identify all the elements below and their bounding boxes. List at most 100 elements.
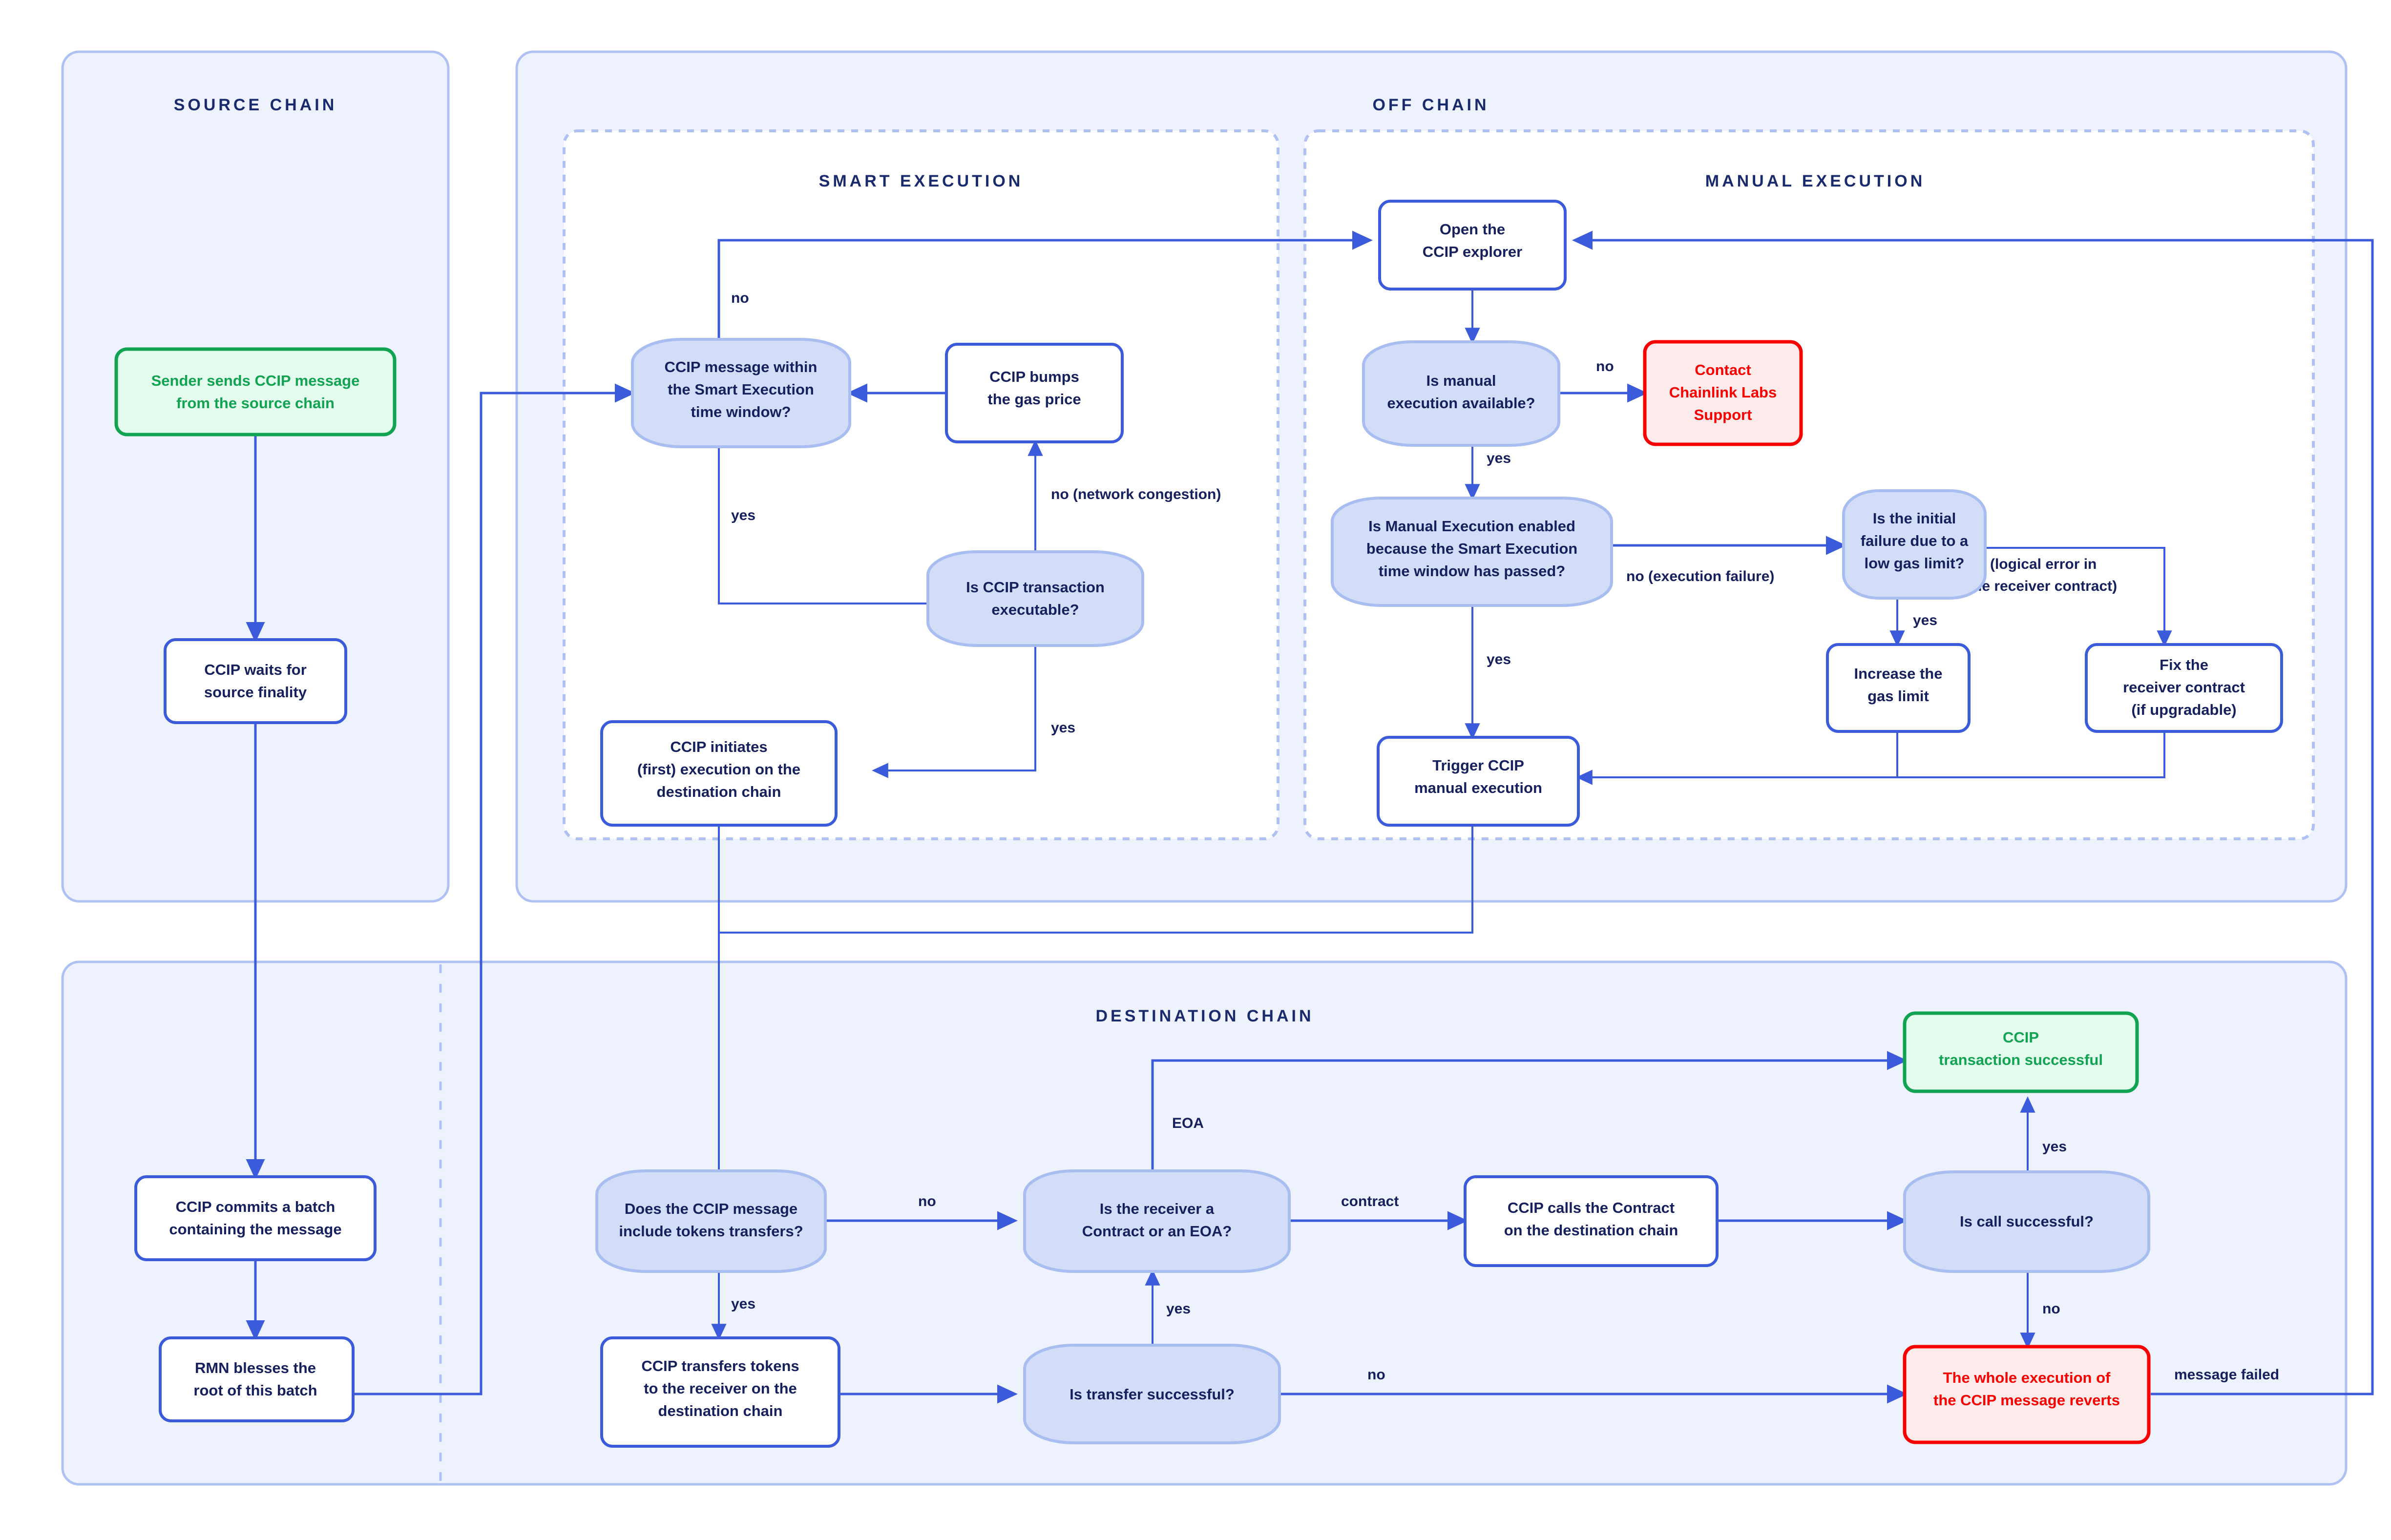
node-line: CCIP explorer (1423, 243, 1522, 260)
group-title-source-chain: SOURCE CHAIN (174, 96, 337, 114)
node-increase-gas-limit[interactable]: Increase the gas limit (1826, 643, 1971, 733)
node-does-message-include-tokens[interactable]: Does the CCIP message include tokens tra… (595, 1169, 827, 1273)
node-ccip-transaction-successful[interactable]: CCIP transaction successful (1903, 1011, 2139, 1093)
node-line: manual execution (1414, 779, 1542, 796)
node-line: CCIP initiates (670, 738, 767, 755)
node-rmn-blesses-root[interactable]: RMN blesses the root of this batch (159, 1336, 355, 1422)
edge-label-no-congestion: no (network congestion) (1051, 486, 1221, 502)
node-line: on the destination chain (1504, 1222, 1678, 1239)
edge-receiver-eoa-to-success (1151, 1051, 1908, 1171)
node-line: Is the initial (1873, 510, 1956, 527)
node-line: Contract or an EOA? (1082, 1223, 1232, 1240)
node-line: CCIP bumps (989, 368, 1079, 385)
node-line: CCIP commits a batch (176, 1198, 336, 1215)
edge-labels: no yes no (network congestion) yes no ye… (731, 290, 2279, 1383)
node-ccip-initiates-execution[interactable]: CCIP initiates (first) execution on the … (600, 720, 838, 827)
edge-label-manual-yes: yes (1487, 450, 1511, 466)
node-is-transaction-executable[interactable]: Is CCIP transaction executable? (926, 550, 1144, 647)
node-is-manual-execution-enabled[interactable]: Is Manual Execution enabled because the … (1331, 497, 1613, 607)
node-line: to the receiver on the (644, 1380, 797, 1397)
node-line: from the source chain (176, 395, 335, 412)
group-title-off-chain: OFF CHAIN (1372, 96, 1489, 114)
node-ccip-waits-finality[interactable]: CCIP waits for source finality (164, 638, 347, 724)
edge-fix-to-trigger (1897, 731, 2165, 778)
node-is-initial-failure-low-gas[interactable]: Is the initial failure due to a low gas … (1842, 489, 1987, 600)
node-line: Chainlink Labs (1669, 384, 1777, 401)
edge-initialfailure-no-to-fix (1949, 547, 2172, 647)
edge-label-tokens-no: no (918, 1193, 936, 1209)
edge-label-executable-yes: yes (1051, 720, 1075, 736)
group-title-destination-chain: DESTINATION CHAIN (1095, 1007, 1314, 1025)
node-line: time window has passed? (1379, 562, 1565, 580)
node-is-manual-execution-available[interactable]: Is manual execution available? (1362, 340, 1560, 447)
edge-label-transfer-yes: yes (1166, 1301, 1191, 1317)
group-title-smart-execution: SMART EXECUTION (819, 172, 1024, 190)
node-line: time window? (691, 403, 791, 420)
edge-label-transfer-no: no (1367, 1367, 1385, 1383)
edge-label-low-gas-yes: yes (1913, 612, 1937, 628)
edge-window-yes-to-executable (718, 439, 979, 611)
node-contact-chainlink-support[interactable]: Contact Chainlink Labs Support (1643, 340, 1803, 446)
node-line: Is Manual Execution enabled (1368, 518, 1575, 535)
group-title-manual-execution: MANUAL EXECUTION (1705, 172, 1926, 190)
edge-label-enabled-yes: yes (1487, 651, 1511, 667)
node-line: RMN blesses the (195, 1359, 316, 1376)
node-line: source finality (204, 684, 307, 701)
node-ccip-commits-batch[interactable]: CCIP commits a batch containing the mess… (134, 1175, 377, 1261)
edge-window-no-to-explorer (717, 230, 1373, 349)
node-line: Support (1694, 406, 1752, 423)
node-line: destination chain (657, 783, 781, 800)
node-line: CCIP waits for (204, 661, 307, 678)
node-line: because the Smart Execution (1366, 540, 1577, 557)
node-line: Increase the (1854, 665, 1943, 682)
edge-label-message-failed: message failed (2174, 1367, 2279, 1383)
edge-label-no-execution-failure: no (execution failure) (1626, 568, 1774, 584)
node-message-within-window[interactable]: CCIP message within the Smart Execution … (631, 338, 851, 448)
node-ccip-transfers-tokens[interactable]: CCIP transfers tokens to the receiver on… (600, 1336, 840, 1448)
node-line: root of this batch (193, 1382, 317, 1399)
node-ccip-calls-contract[interactable]: CCIP calls the Contract on the destinati… (1464, 1175, 1719, 1267)
node-line: Open the (1440, 221, 1505, 238)
node-line: destination chain (658, 1402, 783, 1419)
edge-label-window-yes: yes (731, 507, 755, 523)
node-line: Is manual (1426, 372, 1496, 389)
node-line: (if upgradable) (2131, 701, 2236, 718)
node-line: Fix the (2160, 656, 2208, 673)
node-is-receiver-contract-or-eoa[interactable]: Is the receiver a Contract or an EOA? (1023, 1169, 1291, 1273)
node-line: Sender sends CCIP message (151, 372, 360, 389)
node-line: low gas limit? (1865, 555, 1965, 572)
node-line: gas limit (1867, 687, 1929, 705)
node-open-ccip-explorer[interactable]: Open the CCIP explorer (1378, 200, 1567, 291)
node-line: execution available? (1387, 395, 1535, 412)
edge-trigger-to-destination (719, 793, 1473, 934)
node-line: Is CCIP transaction (966, 579, 1105, 596)
node-is-call-successful[interactable]: Is call successful? (1903, 1170, 2150, 1273)
node-line: the gas price (987, 391, 1081, 408)
node-line: receiver contract (2123, 679, 2245, 696)
edge-label-window-no: no (731, 290, 749, 306)
node-sender-sends-message[interactable]: Sender sends CCIP message from the sourc… (114, 347, 397, 437)
edge-label-eoa: EOA (1172, 1115, 1204, 1131)
edge-reverts-to-explorer (1572, 230, 2374, 1395)
node-line: CCIP (2003, 1029, 2039, 1046)
edge-label-no-logical-error-line1: no (logical error in (1968, 556, 2097, 572)
edge-rmn-to-window (353, 383, 636, 1395)
node-line: CCIP message within (665, 358, 818, 375)
node-line: transaction successful (1939, 1051, 2103, 1068)
node-is-transfer-successful[interactable]: Is transfer successful? (1023, 1344, 1281, 1444)
edge-label-call-yes: yes (2042, 1139, 2067, 1155)
group-smart-execution: SMART EXECUTION (563, 129, 1279, 840)
node-execution-reverts[interactable]: The whole execution of the CCIP message … (1903, 1345, 2151, 1444)
node-line: failure due to a (1861, 532, 1969, 549)
group-manual-execution: MANUAL EXECUTION (1303, 129, 2315, 840)
edge-label-contract: contract (1341, 1193, 1399, 1209)
node-trigger-manual-execution[interactable]: Trigger CCIP manual execution (1377, 736, 1580, 827)
node-line: Trigger CCIP (1432, 757, 1524, 774)
node-line: the CCIP message reverts (1933, 1392, 2120, 1409)
edge-label-no-logical-error-line2: the receiver contract) (1968, 578, 2117, 594)
node-ccip-bumps-gas-price[interactable]: CCIP bumps the gas price (945, 343, 1124, 443)
node-fix-receiver-contract[interactable]: Fix the receiver contract (if upgradable… (2085, 643, 2283, 733)
node-line: Is call successful? (1960, 1213, 2094, 1230)
node-line: containing the message (169, 1221, 341, 1238)
